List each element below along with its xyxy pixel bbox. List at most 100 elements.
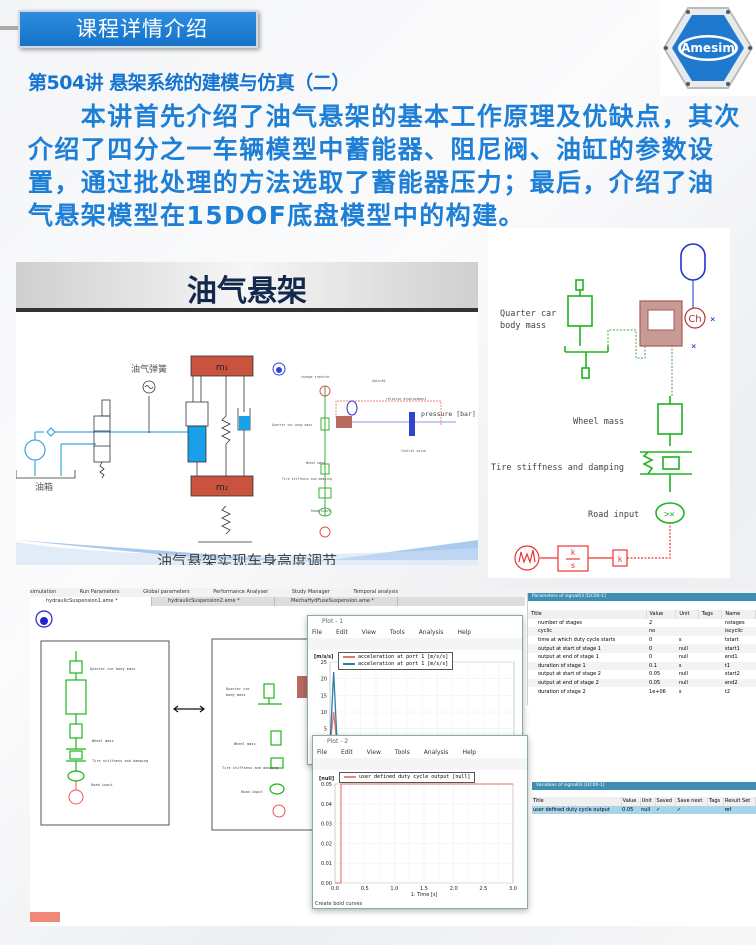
intro-line: 气悬架模型在15DOF底盘模型中的构建。 (28, 201, 525, 230)
table-cell: null (678, 671, 688, 678)
menu-file[interactable]: File (317, 749, 328, 756)
table-cell: no (646, 627, 676, 636)
toolbar-run-parameters[interactable]: Run Parameters (79, 589, 120, 595)
table-cell: s (678, 637, 682, 644)
y-tick-label: 0.02 (321, 841, 332, 847)
table-cell: end1 (724, 654, 738, 661)
table-cell (707, 805, 724, 815)
y-tick-label: 0.05 (321, 782, 332, 788)
svg-text:body mass: body mass (226, 693, 245, 697)
column-header[interactable]: Name (721, 610, 756, 619)
column-header[interactable]: Value (646, 610, 677, 619)
table-cell: 1e+06 (649, 688, 666, 695)
menu-help[interactable]: Help (457, 629, 472, 636)
body-mass-block (190, 355, 254, 377)
menu-tools[interactable]: Tools (394, 749, 410, 756)
table-cell: start1 (721, 644, 756, 653)
table-cell: tstart (724, 637, 739, 644)
svg-text:Tire stiffness and damping: Tire stiffness and damping (491, 463, 624, 473)
column-header[interactable]: Result Set (723, 797, 756, 806)
menu-view[interactable]: View (361, 629, 376, 636)
intro-line: 置，通过批处理的方法选取了蓄能器压力；最后，介绍了油 (28, 168, 715, 197)
y-tick-label: 0.01 (321, 861, 332, 867)
plot-1-legend: acceleration at port 1 [m/s/s] accelerat… (338, 652, 454, 670)
toolbar-study-manager[interactable]: Study Manager (291, 589, 330, 595)
amesim-logo: Amesim (660, 0, 756, 96)
svg-text:Quarter car: Quarter car (226, 687, 251, 691)
table-cell: number of stages (538, 619, 582, 626)
column-header[interactable]: Value (621, 797, 641, 806)
table-cell: t2 (724, 688, 731, 695)
y-tick-label: 0.03 (321, 822, 332, 828)
column-header[interactable]: Saved (655, 797, 677, 806)
y-tick-label: 15 (321, 693, 327, 699)
svg-text:relative displacement: relative displacement (386, 397, 426, 401)
column-header[interactable]: Tags (698, 610, 723, 619)
table-cell: 0.05 (646, 678, 676, 688)
menu-view[interactable]: View (366, 749, 381, 756)
table-cell: output at start of stage 1 (528, 644, 647, 653)
toolbar-simulation[interactable]: simulation (30, 589, 57, 595)
tab-mechahyd-suspension[interactable]: MechaHydFuseSuspension.ame * (275, 597, 398, 606)
table-cell: nstages (724, 619, 745, 626)
toolbar-temporal-analysis[interactable]: Temporal analysis (353, 589, 399, 595)
table-cell (698, 687, 722, 696)
column-header[interactable]: Unit (640, 797, 656, 806)
wheel-mass-block (190, 475, 254, 497)
menu-analysis[interactable]: Analysis (418, 629, 444, 636)
lecture-title: 第504讲 悬架系统的建模与仿真（二） (28, 72, 350, 94)
menu-help[interactable]: Help (462, 749, 477, 756)
column-header[interactable]: Title (528, 610, 647, 619)
amesim-screenshot: simulation Run Parameters Global paramet… (30, 588, 756, 926)
toolbar-global-parameters[interactable]: Global parameters (143, 589, 190, 595)
table-cell: iscyclic (721, 627, 756, 636)
column-header[interactable]: Tags (707, 797, 724, 806)
y-tick-label: 0.00 (321, 881, 332, 887)
column-header[interactable]: Title (532, 797, 622, 806)
y-unit-label: [null] (319, 776, 334, 782)
menu-analysis[interactable]: Analysis (423, 749, 449, 756)
lecture-intro: 本讲首先介绍了油气悬架的基本工作原理及优缺点，其次 介绍了四分之一车辆模型中蓄能… (28, 100, 740, 232)
svg-text:m₂: m₂ (216, 483, 229, 493)
toolbar-performance-analyser[interactable]: Performance Analyser (213, 589, 269, 595)
column-header[interactable]: Unit (675, 610, 699, 619)
svg-text:k: k (571, 548, 576, 557)
menu-edit[interactable]: Edit (336, 629, 348, 636)
svg-text:k: k (618, 555, 623, 564)
menu-file[interactable]: File (312, 629, 323, 636)
column-header[interactable]: Save next (675, 797, 709, 806)
table-cell: ✓ (655, 805, 676, 815)
svg-text:Road input: Road input (91, 783, 113, 787)
svg-text:Quarter car: Quarter car (500, 309, 556, 319)
tab-hydraulic-suspension-1[interactable]: hydraulicSuspension1.ame * (30, 597, 152, 606)
x-tick-label: 2.0 (450, 886, 458, 892)
watermark-icon (30, 912, 60, 922)
tab-hydraulic-suspension-2[interactable]: hydraulicSuspension2.ame * (152, 597, 275, 606)
table-cell: duration of stage 1 (528, 661, 647, 671)
svg-text:Wheel mass: Wheel mass (573, 417, 624, 427)
table-cell: null (675, 678, 699, 688)
x-tick-label: 3.0 (509, 886, 517, 892)
y-tick-label: 20 (321, 677, 327, 683)
menu-edit[interactable]: Edit (341, 749, 353, 756)
svg-text:Quarter car body mass: Quarter car body mass (272, 423, 312, 427)
svg-text:change transfer: change transfer (301, 375, 330, 379)
double-arrow-icon (173, 705, 205, 713)
accumulator-icon (680, 243, 706, 281)
table-cell (675, 627, 699, 636)
menu-tools[interactable]: Tools (389, 629, 405, 636)
plot-toolbar (313, 758, 527, 770)
table-cell: output at end of stage 1 (538, 654, 599, 661)
